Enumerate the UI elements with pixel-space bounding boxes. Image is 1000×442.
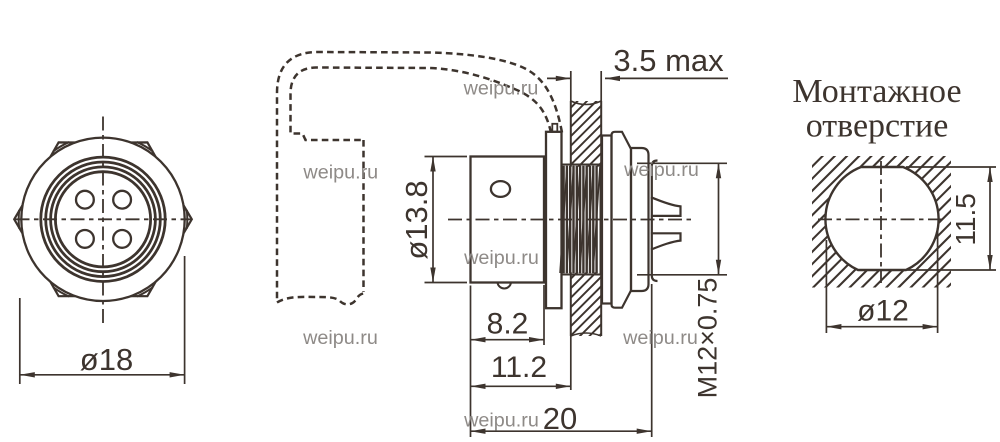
svg-text:M12×0.75: M12×0.75	[693, 278, 723, 399]
svg-text:weipu.ru: weipu.ru	[463, 410, 539, 432]
svg-text:weipu.ru: weipu.ru	[463, 247, 539, 269]
svg-text:Монтажное: Монтажное	[792, 73, 961, 110]
svg-text:weipu.ru: weipu.ru	[622, 327, 698, 349]
svg-text:weipu.ru: weipu.ru	[623, 159, 699, 181]
svg-text:ø18: ø18	[80, 342, 133, 377]
svg-text:8.2: 8.2	[487, 307, 529, 340]
svg-text:ø13.8: ø13.8	[399, 180, 434, 259]
svg-text:weipu.ru: weipu.ru	[463, 78, 539, 100]
svg-text:11.2: 11.2	[491, 351, 547, 384]
svg-text:3.5 max: 3.5 max	[613, 43, 724, 78]
svg-text:20: 20	[543, 401, 577, 436]
svg-text:отверстие: отверстие	[806, 108, 949, 145]
svg-text:ø12: ø12	[857, 295, 909, 328]
svg-text:weipu.ru: weipu.ru	[302, 327, 378, 349]
svg-text:11.5: 11.5	[950, 193, 981, 245]
svg-text:weipu.ru: weipu.ru	[302, 162, 378, 184]
